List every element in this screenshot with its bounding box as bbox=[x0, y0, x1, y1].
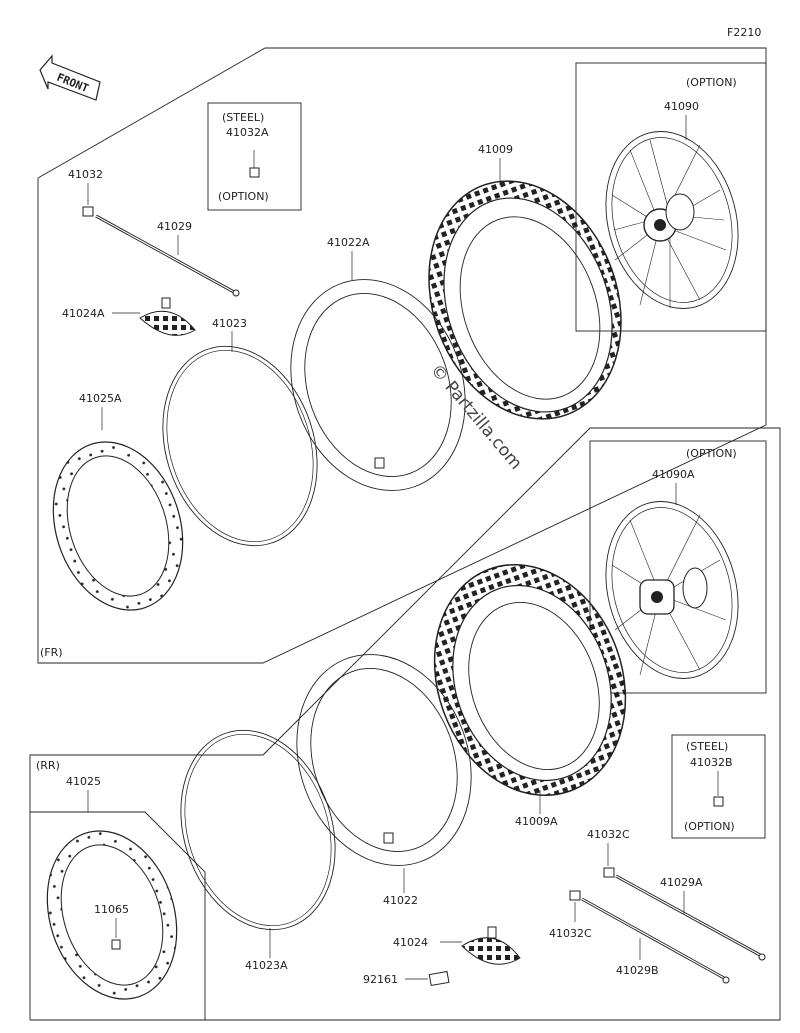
part-41009-label: 41009 bbox=[478, 143, 513, 156]
part-41032b-label: 41032B bbox=[690, 756, 733, 769]
part-41032c-bottom-label: 41032C bbox=[549, 927, 592, 940]
wheel-41090 bbox=[605, 131, 739, 309]
option-label-steel-rear: (OPTION) bbox=[684, 820, 735, 833]
option-label-front-wheel: (OPTION) bbox=[686, 76, 737, 89]
tire-41009 bbox=[428, 180, 622, 420]
part-41025-label: 41025 bbox=[66, 775, 101, 788]
steel-label-rear: (STEEL) bbox=[686, 740, 728, 753]
spoke-41029b bbox=[581, 897, 730, 984]
front-section-frame bbox=[37, 47, 767, 664]
figure-code: F2210 bbox=[727, 26, 761, 39]
rear-section-label: (RR) bbox=[36, 759, 60, 772]
part-41023a-label: 41023A bbox=[245, 959, 288, 972]
part-41024-label: 41024 bbox=[393, 936, 428, 949]
wheel-41090a bbox=[605, 501, 739, 679]
part-41022a-label: 41022A bbox=[327, 236, 370, 249]
front-arrow-icon: FRONT bbox=[39, 54, 101, 101]
part-41022-label: 41022 bbox=[383, 894, 418, 907]
steel-box-front bbox=[207, 102, 302, 211]
rim-strip-41023a bbox=[180, 729, 336, 931]
part-41009a-label: 41009A bbox=[515, 815, 558, 828]
option-label-steel-front: (OPTION) bbox=[218, 190, 269, 203]
valve-nut-41032a bbox=[249, 150, 260, 178]
plug-11065 bbox=[111, 939, 121, 950]
steel-box-rear bbox=[671, 734, 766, 839]
part-41090a-label: 41090A bbox=[652, 468, 695, 481]
front-section-label: (FR) bbox=[40, 646, 63, 659]
rim-41025a bbox=[52, 441, 184, 611]
part-41032a-label: 41032A bbox=[226, 126, 269, 139]
steel-label-front: (STEEL) bbox=[222, 111, 264, 124]
part-41032-label: 41032 bbox=[68, 168, 103, 181]
option-label-rear-wheel: (OPTION) bbox=[686, 447, 737, 460]
part-41090-label: 41090 bbox=[664, 100, 699, 113]
option-box-rear-wheel bbox=[589, 440, 767, 694]
rear-section-frame bbox=[29, 427, 781, 1021]
valve-nut-41032b bbox=[713, 796, 724, 807]
washer-92161 bbox=[428, 970, 450, 987]
rim-lock-41024 bbox=[461, 926, 521, 965]
rim-strip-41023 bbox=[162, 345, 318, 547]
rim-41025 bbox=[46, 830, 178, 1000]
nut-41032 bbox=[82, 206, 94, 217]
part-41029a-label: 41029A bbox=[660, 876, 703, 889]
spoke-41029a bbox=[615, 874, 766, 961]
part-11065-label: 11065 bbox=[94, 903, 129, 916]
nut-41032c-top bbox=[603, 867, 615, 878]
spoke-41029 bbox=[95, 214, 240, 297]
part-41023-label: 41023 bbox=[212, 317, 247, 330]
part-92161-label: 92161 bbox=[363, 973, 398, 986]
option-box-front-wheel bbox=[575, 62, 767, 332]
part-41025a-label: 41025A bbox=[79, 392, 122, 405]
part-41029-label: 41029 bbox=[157, 220, 192, 233]
part-41024a-label: 41024A bbox=[62, 307, 105, 320]
rim-lock-41024a bbox=[139, 297, 196, 336]
nut-41032c-bottom bbox=[569, 890, 581, 901]
rim-box-41025 bbox=[30, 811, 206, 1021]
part-41029b-label: 41029B bbox=[616, 964, 659, 977]
tire-41009a bbox=[433, 563, 627, 797]
part-41032c-top-label: 41032C bbox=[587, 828, 630, 841]
